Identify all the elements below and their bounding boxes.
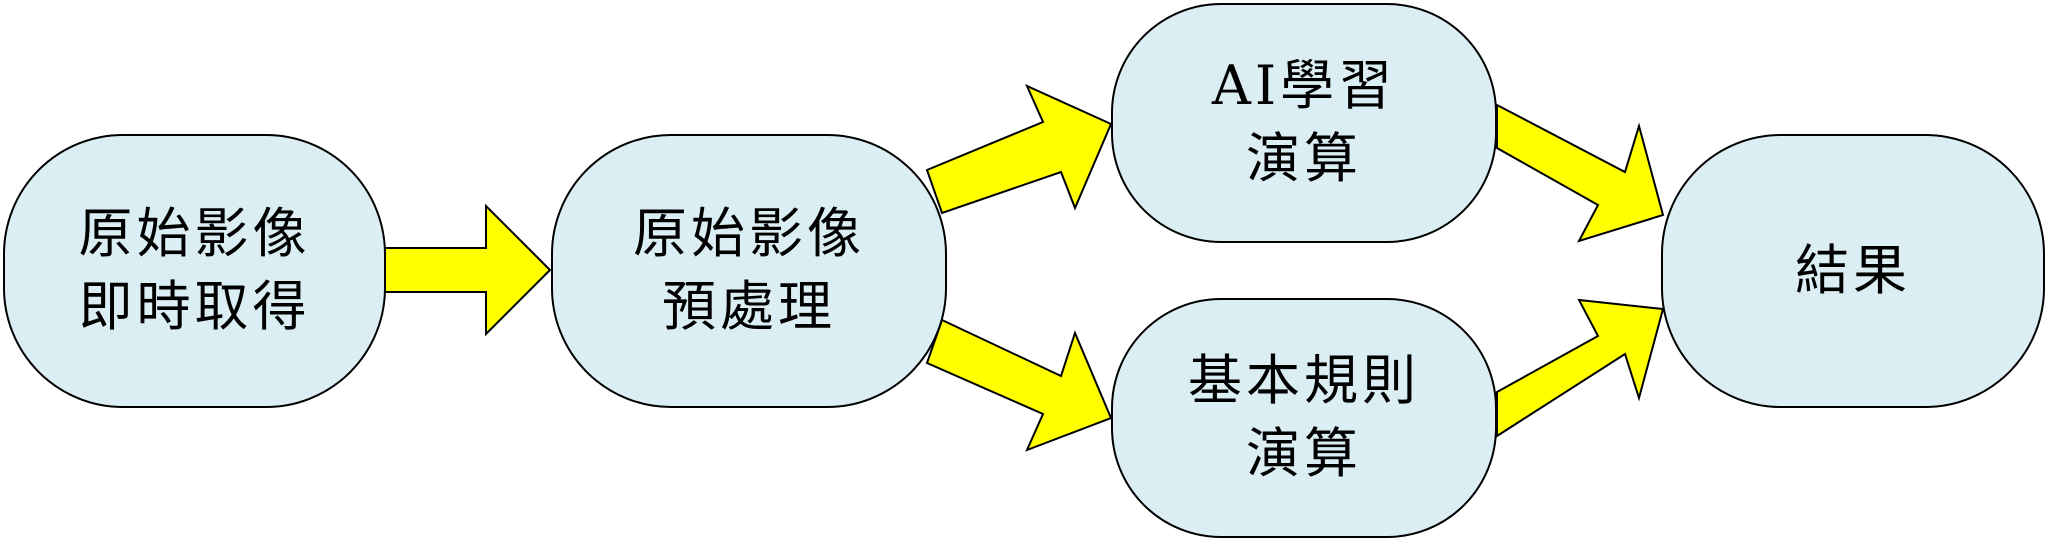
node-rule-algorithm: 基本規則 演算 [1111, 298, 1497, 538]
node-label-line: 原始影像 [78, 202, 311, 266]
node-image-preprocessing: 原始影像 預處理 [551, 134, 947, 408]
arrow-acquire-to-preprocess [384, 203, 552, 337]
arrow-ai-to-result [1496, 103, 1665, 243]
node-label-line: 預處理 [662, 275, 836, 338]
arrow-preprocess-to-rule [925, 318, 1113, 452]
node-label-line: 演算 [1246, 422, 1362, 485]
arrow-preprocess-to-ai [925, 84, 1113, 215]
node-label-line: 原始影像 [633, 202, 865, 266]
node-ai-algorithm: AI學習 演算 [1111, 3, 1497, 243]
node-label-line: 結果 [1795, 238, 1911, 302]
node-label-line: 演算 [1246, 127, 1362, 190]
node-label-line: 基本規則 [1188, 349, 1420, 413]
node-image-acquisition: 原始影像 即時取得 [3, 134, 386, 408]
arrow-rule-to-result [1496, 298, 1665, 438]
node-label-line: 即時取得 [78, 275, 311, 338]
node-label-line: AI學習 [1211, 54, 1397, 118]
node-result: 結果 [1661, 134, 2045, 408]
